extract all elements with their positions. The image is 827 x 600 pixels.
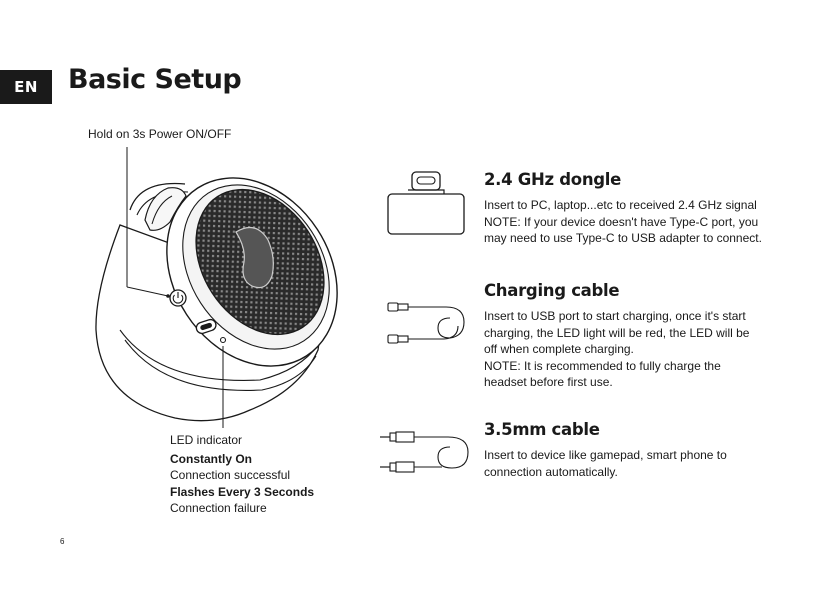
page-title: Basic Setup — [68, 64, 242, 95]
accessory-dongle-desc: Insert to PC, laptop...etc to received 2… — [484, 198, 762, 245]
accessory-dongle-title: 2.4 GHz dongle — [484, 170, 622, 189]
audio-cable-icon — [380, 431, 469, 473]
led-meaning-flashing: Connection failure — [170, 501, 267, 515]
language-badge: EN — [0, 70, 52, 104]
led-meaning-constant: Connection successful — [170, 468, 291, 482]
callout-lines — [126, 147, 224, 428]
accessory-dongle: 2.4 GHz dongle Insert to PC, laptop...et… — [484, 170, 784, 247]
accessory-audio-cable: 3.5mm cable Insert to device like gamepa… — [484, 420, 784, 480]
led-indicator-title: LED indicator — [170, 433, 243, 447]
page-number: 6 — [60, 537, 65, 546]
accessory-charging-title: Charging cable — [484, 281, 620, 300]
headset-earcup-illustration — [95, 177, 338, 422]
usb-c-dongle-icon — [387, 171, 465, 235]
charging-cable-icon — [387, 302, 465, 344]
led-indicator-legend: LED indicator Constantly On Connection s… — [170, 432, 314, 517]
accessory-audio-desc: Insert to device like gamepad, smart pho… — [484, 448, 727, 479]
led-mode-flashing: Flashes Every 3 Seconds — [170, 484, 315, 499]
led-mode-constant: Constantly On — [170, 451, 253, 466]
accessory-charging-cable: Charging cable Insert to USB port to sta… — [484, 281, 784, 391]
accessory-charging-desc: Insert to USB port to start charging, on… — [484, 309, 750, 389]
accessory-audio-title: 3.5mm cable — [484, 420, 600, 439]
power-button-callout: Hold on 3s Power ON/OFF — [88, 127, 232, 141]
